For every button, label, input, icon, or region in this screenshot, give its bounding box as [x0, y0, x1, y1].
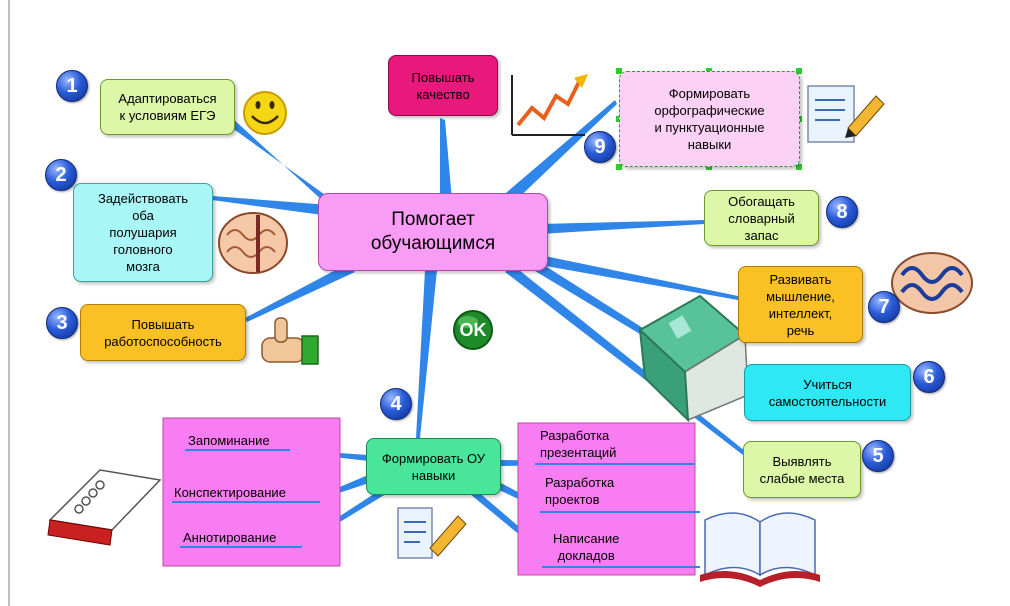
- ok-label[interactable]: OK: [459, 320, 487, 340]
- notepad-pencil-icon-small: [397, 507, 467, 559]
- list-item-reports[interactable]: Написание докладов: [553, 531, 620, 563]
- number-badge-1: 1: [56, 70, 88, 102]
- ok-icon: [453, 310, 493, 350]
- thumbs-up-icon: [261, 317, 319, 365]
- node-weak[interactable]: Выявлять слабые места: [743, 441, 861, 498]
- number-badge-8: 8: [826, 196, 858, 228]
- brain-blue-icon: [891, 252, 973, 314]
- number-badge-5: 5: [862, 440, 894, 472]
- list-item-memorization[interactable]: Запоминание: [188, 433, 270, 448]
- node-workability[interactable]: Повышать работоспособность: [80, 304, 246, 361]
- brain-icon: [218, 212, 288, 274]
- connector-hemispheres: [212, 196, 330, 216]
- right-list-panel: [517, 422, 696, 576]
- node-independence[interactable]: Учиться самостоятельности: [744, 364, 911, 421]
- chart-up-icon: [511, 74, 588, 136]
- number-badge-4: 4: [380, 388, 412, 420]
- node-adapt[interactable]: Адаптироваться к условиям ЕГЭ: [100, 79, 235, 135]
- node-spelling[interactable]: Формировать орфографические и пунктуацио…: [619, 71, 800, 167]
- number-badge-3: 3: [46, 307, 78, 339]
- connector-spelling: [500, 100, 617, 206]
- list-item-annotation[interactable]: Аннотирование: [183, 530, 277, 545]
- connector-skills: [416, 270, 437, 438]
- number-badge-2: 2: [45, 159, 77, 191]
- connector-vocabulary: [540, 220, 705, 234]
- node-thinking[interactable]: Развивать мышление, интеллект, речь: [738, 266, 863, 343]
- node-hemispheres[interactable]: Задействовать оба полушария головного мо…: [73, 183, 213, 282]
- node-skills[interactable]: Формировать ОУ навыки: [366, 438, 501, 495]
- left-list-panel: [162, 417, 341, 567]
- node-quality[interactable]: Повышать качество: [388, 55, 498, 116]
- list-item-presentations[interactable]: Разработка презентаций: [540, 428, 617, 460]
- notebook-icon: [47, 469, 162, 546]
- notepad-pencil-icon: [807, 85, 885, 143]
- number-badge-7: 7: [868, 291, 900, 323]
- list-item-note-taking[interactable]: Конспектирование: [174, 485, 286, 500]
- smiley-icon: [243, 91, 287, 135]
- connector-quality: [440, 118, 452, 200]
- central-node[interactable]: Помогает обучающимся: [318, 193, 548, 271]
- connector-workability: [245, 265, 355, 322]
- list-item-projects[interactable]: Разработка проектов: [545, 475, 615, 507]
- connector-adapt: [228, 118, 335, 212]
- connector-thinking: [540, 255, 738, 300]
- open-book-icon: [700, 512, 820, 587]
- number-badge-6: 6: [913, 361, 945, 393]
- number-badge-9: 9: [584, 131, 616, 163]
- node-vocabulary[interactable]: Обогащать словарный запас: [704, 190, 819, 246]
- green-book-icon: [638, 294, 749, 423]
- list-underlines: [172, 449, 700, 568]
